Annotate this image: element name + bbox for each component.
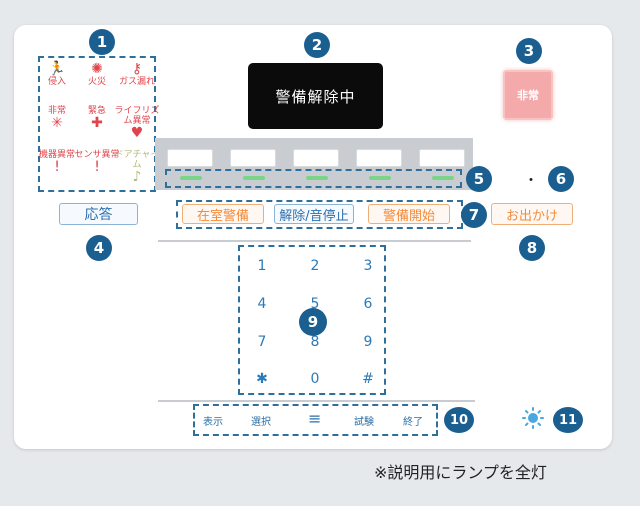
emergency-button[interactable]: 非常 [503,70,553,120]
zone-lamp-5 [432,176,454,180]
indicator-dot: ・ [524,173,538,189]
runner-icon: 🏃 [48,61,66,77]
heart-icon: ♥ [130,125,144,141]
zone-lamp-3 [306,176,328,180]
key-5[interactable]: 5 [310,296,320,312]
key-0[interactable]: 0 [310,371,320,387]
callout-7: 7 [461,202,487,228]
status-lamp-gas: ⚷ガス漏れ [114,61,160,88]
divider-top [158,240,471,242]
zone-button-3[interactable] [293,149,339,167]
medical-cross-icon: ✚ [91,115,103,131]
zone-lamp-1 [180,176,202,180]
status-lamp-group [38,56,156,192]
status-lamp-emergency: 非常✳ [34,106,80,131]
exclamation-icon: ! [94,159,100,175]
key-6[interactable]: 6 [363,296,373,312]
fire-icon: ✺ [91,61,103,77]
key-4[interactable]: 4 [257,296,267,312]
status-lamp-door-chime: ドアチャイム♪ [114,150,160,185]
zone-button-2[interactable] [230,149,276,167]
alert-figure-icon: ✳ [51,115,63,131]
arm-start-button[interactable]: 警備開始 [368,204,450,224]
callout-5: 5 [466,166,492,192]
footnote: ※説明用にランプを全灯 [374,463,547,482]
gas-key-icon: ⚷ [131,61,143,77]
respond-button[interactable]: 応答 [59,203,138,225]
zone-button-5[interactable] [419,149,465,167]
status-lamp-sensor-error: センサ異常! [74,150,120,175]
select-function-key[interactable]: 選択 [251,417,271,428]
status-lamp-fire: ✺火災 [74,61,120,88]
function-key-group [193,404,438,436]
menu-icon[interactable]: ≡ [308,409,322,428]
key-hash[interactable]: # [362,371,374,387]
status-lamp-device-error: 機器異常! [34,150,80,175]
callout-2: 2 [304,32,330,58]
callout-8: 8 [519,235,545,261]
zone-lamp-2 [243,176,265,180]
status-lamp-intrusion: 🏃侵入 [34,61,80,88]
display-function-key[interactable]: 表示 [203,417,223,428]
divider-bottom [158,400,475,402]
music-note-icon: ♪ [132,169,142,185]
lcd-display: 警備解除中 [248,63,383,129]
zone-lamp-group [165,169,462,188]
callout-10: 10 [444,407,474,433]
zone-button-4[interactable] [356,149,402,167]
callout-4: 4 [86,235,112,261]
status-lamp-urgent: 緊急✚ [74,106,120,131]
test-function-key[interactable]: 試験 [354,417,374,428]
key-7[interactable]: 7 [257,334,267,350]
keypad-group [238,245,386,395]
away-button[interactable]: お出かけ [491,203,573,225]
end-function-key[interactable]: 終了 [403,417,423,428]
key-8[interactable]: 8 [310,334,320,350]
brightness-icon[interactable] [522,407,544,429]
zone-lamp-4 [369,176,391,180]
callout-6: 6 [548,166,574,192]
key-1[interactable]: 1 [257,258,267,274]
status-lamp-liferhythm: ライフリズム異常♥ [114,106,160,141]
zone-button-1[interactable] [167,149,213,167]
key-3[interactable]: 3 [363,258,373,274]
home-arm-button[interactable]: 在室警備 [182,204,264,224]
callout-1: 1 [89,29,115,55]
key-2[interactable]: 2 [310,258,320,274]
exclamation-icon: ! [54,159,60,175]
key-9[interactable]: 9 [363,334,373,350]
sun-icon [522,407,544,429]
callout-9: 9 [299,308,327,336]
disarm-silence-button[interactable]: 解除/音停止 [274,204,354,224]
callout-3: 3 [516,38,542,64]
key-asterisk[interactable]: ✱ [256,371,268,387]
callout-11: 11 [553,407,583,433]
